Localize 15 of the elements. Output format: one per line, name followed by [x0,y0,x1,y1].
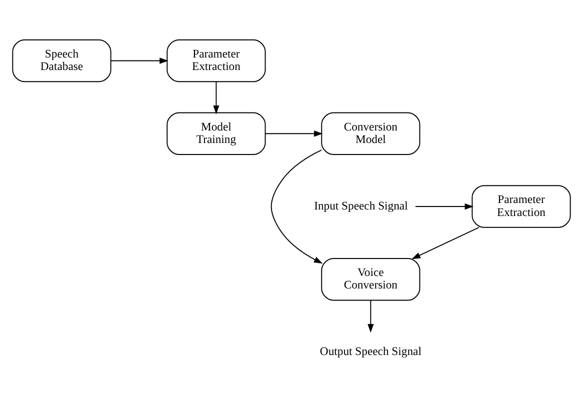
arrow [264,130,323,137]
node-box: Parameter Extraction [166,39,266,82]
node-box: Parameter Extraction [472,185,571,228]
node-text: Input Speech Signal [314,200,408,213]
arrow [412,226,480,260]
arrow [110,58,168,64]
node-box: Conversion Model [321,112,420,156]
arrow [368,300,374,333]
node-text: Output Speech Signal [320,345,422,358]
node-box: Voice Conversion [321,258,420,301]
node-box: Model Training [166,112,266,156]
arrow [270,150,323,264]
arrow [414,203,474,210]
arrow [213,81,220,114]
node-box: Speech Database [12,39,112,82]
